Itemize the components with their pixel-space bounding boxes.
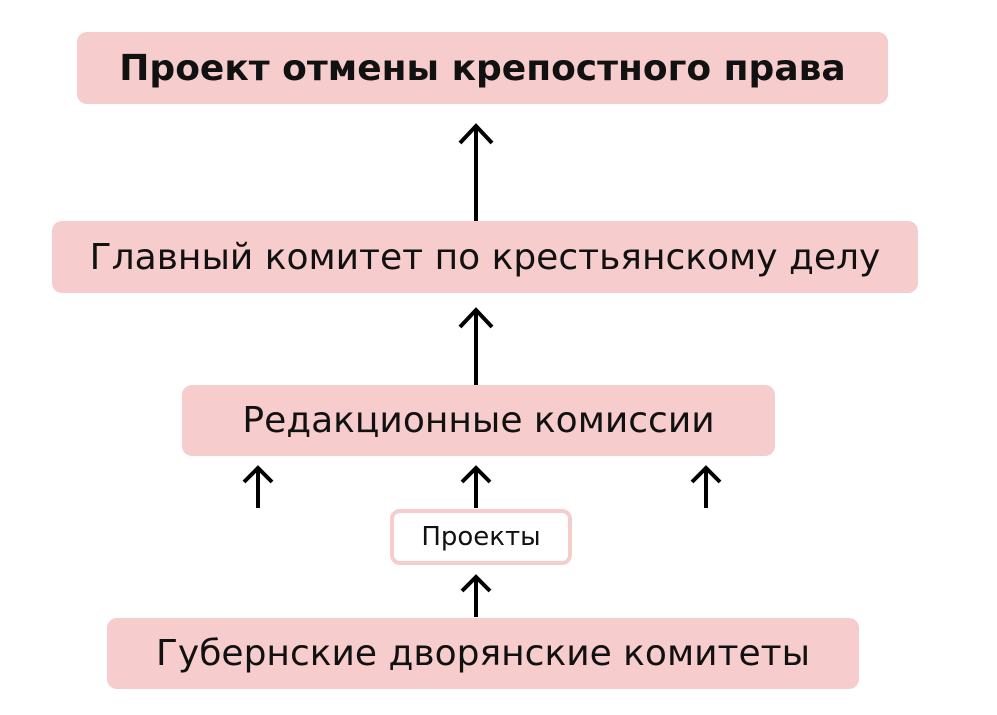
arrow-up-left — [242, 465, 274, 508]
arrow-up-edit-to-main — [458, 307, 494, 385]
arrow-up-main-to-top — [458, 123, 494, 221]
node-editorial-commissions: Редакционные комиссии — [182, 385, 775, 456]
node-abolition-project-label: Проект отмены крепостного права — [119, 47, 846, 89]
arrow-up-gub-to-projects — [460, 574, 492, 617]
node-main-committee-label: Главный комитет по крестьянскому делу — [89, 236, 881, 278]
node-provincial-committees: Губернские дворянские комитеты — [107, 618, 859, 689]
node-editorial-commissions-label: Редакционные комиссии — [242, 400, 715, 441]
node-projects-label: Проекты — [421, 522, 541, 552]
node-main-committee: Главный комитет по крестьянскому делу — [52, 221, 918, 293]
node-projects: Проекты — [390, 509, 572, 565]
node-provincial-committees-label: Губернские дворянские комитеты — [155, 633, 811, 674]
arrow-up-projects-to-edit — [460, 465, 492, 508]
arrow-up-right — [690, 465, 722, 508]
node-abolition-project: Проект отмены крепостного права — [77, 32, 888, 104]
